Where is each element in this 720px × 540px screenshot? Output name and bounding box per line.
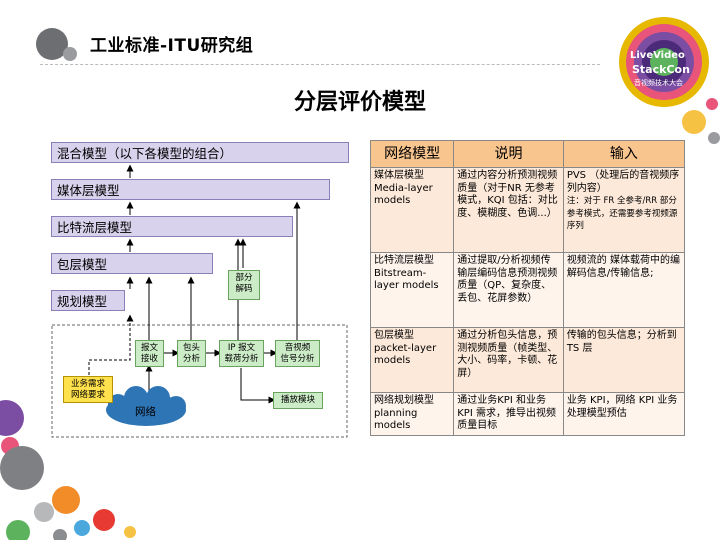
diagram-dashed-frame <box>51 324 348 438</box>
table-cell-model: 包层模型 packet-layer models <box>369 327 455 393</box>
circle-orange <box>52 486 80 514</box>
circle-yellow-right <box>682 110 706 134</box>
model-table: 网络模型 说明 输入 媒体层模型 Media-layer models 通过内容… <box>369 140 686 436</box>
header-title: 工业标准-ITU研究组 <box>90 36 254 56</box>
table-cell-input: PVS （处理后的音视频序列内容） 注：对于 FR 全参考/RR 部分参考模式，… <box>562 167 686 253</box>
table-cell-desc: 通过分析包头信息，预测视频质量（帧类型、大小、码率，卡顿、花屏） <box>453 327 564 393</box>
table-header-row: 网络模型 说明 输入 <box>369 140 686 168</box>
layer-hybrid-model: 混合模型（以下各模型的组合） <box>51 142 349 163</box>
circle-gray-top <box>36 28 68 60</box>
circle-gray-bottom <box>53 529 67 540</box>
table-cell-desc: 通过提取/分析视频传输层编码信息预测视频质量（QP、复杂度、丢包、花屏参数） <box>453 252 564 328</box>
table-cell-model: 媒体层模型 Media-layer models <box>369 167 455 253</box>
circle-gray-right <box>708 132 720 144</box>
table-row: 包层模型 packet-layer models 通过分析包头信息，预测视频质量… <box>369 327 686 393</box>
circle-purple <box>0 400 24 436</box>
circle-gray-small <box>63 47 77 61</box>
circle-gray-big <box>0 446 44 490</box>
av-signal-box: 音视频 信号分析 <box>275 340 320 367</box>
slide-title: 分层评价模型 <box>293 90 426 115</box>
table-cell-input-main: PVS （处理后的音视频序列内容） <box>566 170 680 194</box>
circle-light-gray <box>34 502 54 522</box>
logo-text-line1: LiveVideo <box>630 50 685 61</box>
layer-planning-model: 规划模型 <box>51 290 125 311</box>
packet-receive-box: 报文 接收 <box>135 340 164 367</box>
ip-payload-box: IP 报文 载荷分析 <box>219 340 264 367</box>
table-cell-input: 业务 KPI，网络 KPI 业务处理模型预估 <box>562 392 686 436</box>
header-analysis-box: 包头 分析 <box>177 340 206 367</box>
table-cell-input: 传输的包头信息；分析到 TS 层 <box>562 327 686 393</box>
network-label: 网络 <box>135 406 156 418</box>
circle-green <box>6 520 30 540</box>
table-header-input: 输入 <box>562 140 686 168</box>
table-cell-model: 网络规划模型 planning models <box>369 392 455 436</box>
logo-text-line3: 音视频技术大会 <box>634 79 683 87</box>
table-cell-input: 视频流的 媒体载荷中的编解码信息/传输信息; <box>562 252 686 328</box>
header-divider <box>40 64 600 65</box>
table-header-model: 网络模型 <box>369 140 455 168</box>
logo-text-line2: StackCon <box>632 63 690 76</box>
table-row: 媒体层模型 Media-layer models 通过内容分析预测视频质量（对于… <box>369 167 686 253</box>
table-row: 网络规划模型 planning models 通过业务KPI 和业务 KPI 需… <box>369 392 686 436</box>
table-cell-input-note: 注：对于 FR 全参考/RR 部分参考模式，还需要参考视频源序列 <box>566 196 678 231</box>
circle-yellow-small <box>124 526 136 538</box>
conference-logo <box>619 17 709 107</box>
circle-red <box>93 509 115 531</box>
layer-packet-model: 包层模型 <box>51 253 213 274</box>
table-header-desc: 说明 <box>453 140 564 168</box>
business-requirement-box: 业务需求 网络要求 <box>63 376 113 403</box>
table-cell-model: 比特流层模型 Bitstream-layer models <box>369 252 455 328</box>
layer-media-model: 媒体层模型 <box>51 179 330 200</box>
table-cell-desc: 通过业务KPI 和业务 KPI 需求，推导出视频质量目标 <box>453 392 564 436</box>
table-cell-desc: 通过内容分析预测视频质量（对于NR 无参考模式，KQI 包括：对比度、模糊度、色… <box>453 167 564 253</box>
circle-blue <box>74 520 90 536</box>
layer-bitstream-model: 比特流层模型 <box>51 216 293 237</box>
playback-module-box: 播放模块 <box>273 392 323 409</box>
table-row: 比特流层模型 Bitstream-layer models 通过提取/分析视频传… <box>369 252 686 328</box>
partial-decode-box: 部分 解码 <box>228 270 260 300</box>
circle-pink-right <box>706 98 718 110</box>
